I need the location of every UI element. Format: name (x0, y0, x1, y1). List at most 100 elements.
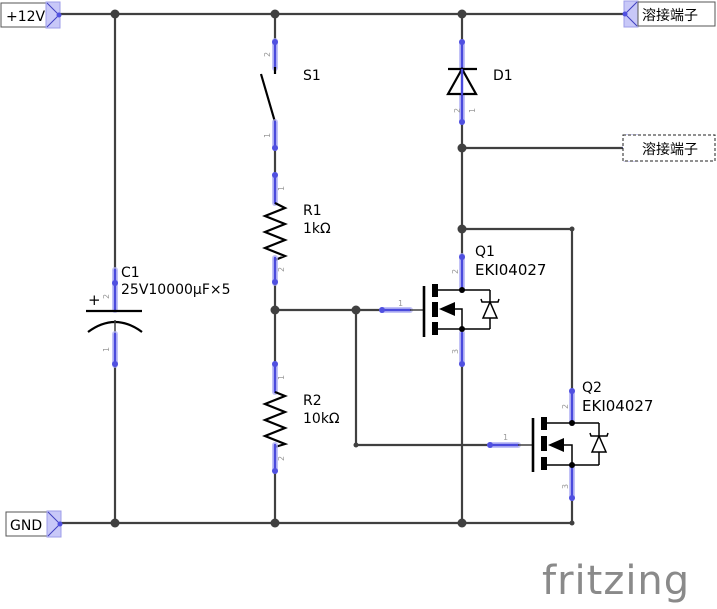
pin-endpoint (272, 145, 278, 151)
q2-ref-label: Q2 (582, 380, 602, 396)
pin-endpoint (569, 388, 575, 394)
s1-ref-label: S1 (303, 68, 321, 84)
r2-value-label: 10kΩ (303, 411, 340, 427)
d1-ref-label: D1 (493, 68, 513, 84)
r2-ref-label: R2 (303, 393, 322, 409)
channel-segment (541, 457, 547, 470)
pin-endpoint (272, 39, 278, 45)
connector-pin (57, 521, 63, 527)
polarity-plus-mark: + (88, 291, 101, 309)
pin-endpoint (459, 254, 465, 260)
pin-endpoint (112, 280, 118, 286)
zener-bar (480, 298, 500, 303)
component-c1[interactable]: + 2 1 C1 25V10000μF×5 (86, 265, 231, 368)
body-line (564, 444, 573, 465)
net-label-box (5, 511, 48, 537)
pin-number: 3 (561, 484, 570, 489)
junction (569, 226, 575, 232)
connector-pin (622, 11, 628, 17)
body-arrow (439, 302, 455, 316)
junction (270, 9, 280, 19)
junctions (110, 9, 575, 528)
net-label-gnd[interactable]: GND (5, 510, 63, 538)
net-label-weld-terminal-mid[interactable]: 溶接端子 (622, 134, 716, 162)
q2-value-label: EKI04027 (582, 397, 653, 415)
net-label-vcc[interactable]: +12V (0, 1, 62, 29)
pin-endpoint (272, 361, 278, 367)
c1-value-label: 25V10000μF×5 (121, 282, 231, 298)
resistor-zigzag (262, 202, 288, 262)
junction (569, 520, 575, 526)
body-arrow (548, 438, 564, 452)
junction (270, 518, 280, 528)
node (459, 326, 465, 332)
channel-segment (432, 284, 438, 297)
body-line (455, 308, 463, 329)
net-label-vcc-text: +12V (6, 9, 46, 25)
pin-endpoint (272, 172, 278, 178)
pin-endpoint (459, 39, 465, 45)
component-s1[interactable]: 2 1 S1 (259, 38, 321, 151)
pin-number: 2 (451, 269, 460, 274)
junction (351, 305, 361, 315)
pin-endpoint (379, 307, 385, 313)
pin-number: 1 (263, 133, 272, 138)
switch-lever (259, 73, 277, 123)
pin-endpoint (272, 279, 278, 285)
pin-endpoint (272, 468, 278, 474)
pin-endpoint (569, 495, 575, 501)
junction (457, 9, 467, 19)
connector-pin (56, 12, 62, 18)
junction (110, 518, 120, 528)
junction (457, 224, 467, 234)
net-label-weld-terminal-top-text: 溶接端子 (642, 7, 698, 24)
channel-segment (541, 417, 547, 430)
pin-number: 2 (453, 108, 462, 113)
junction (457, 143, 467, 153)
wires (58, 12, 627, 525)
channel-segment (432, 302, 438, 317)
resistor-zigzag (262, 390, 289, 449)
pin-number: 1 (277, 375, 286, 380)
pin-endpoint (112, 361, 118, 367)
component-q2[interactable]: 1 2 3 Q2 EKI04027 (487, 380, 653, 501)
net-label-box (637, 1, 716, 27)
fritzing-logo: fritzing (542, 558, 690, 604)
pin-number: 2 (277, 456, 286, 461)
component-d1[interactable]: 2 1 D1 (446, 39, 513, 125)
junction (353, 442, 359, 448)
net-label-weld-terminal-mid-text: 溶接端子 (642, 141, 698, 158)
q1-value-label: EKI04027 (475, 261, 546, 279)
pin-number: 2 (277, 267, 286, 272)
component-r2[interactable]: 1 2 R2 10kΩ (262, 361, 340, 474)
component-r1[interactable]: 1 2 R1 1kΩ (262, 172, 331, 286)
pin-number: 1 (277, 186, 286, 191)
node (569, 462, 575, 468)
q1-ref-label: Q1 (475, 244, 495, 260)
zener-triangle (481, 300, 499, 319)
r1-value-label: 1kΩ (303, 221, 331, 237)
net-label-weld-terminal-top[interactable]: 溶接端子 (622, 0, 716, 28)
pin-number: 2 (561, 404, 570, 409)
net-label-gnd-text: GND (10, 518, 42, 534)
zener-triangle (590, 434, 608, 453)
pin-endpoint (459, 119, 465, 125)
junction (110, 9, 120, 19)
net-label-box-selected (622, 134, 716, 162)
channel-segment (432, 322, 438, 335)
zener-bar (589, 432, 609, 437)
channel-segment (541, 436, 547, 451)
pin-number: 1 (102, 347, 111, 352)
pin-endpoint (487, 442, 493, 448)
pin-number: 1 (398, 299, 403, 308)
c1-ref-label: C1 (121, 265, 140, 281)
net-label-box (0, 2, 47, 28)
junction (457, 518, 467, 528)
pin-endpoint (459, 361, 465, 367)
node (459, 287, 465, 293)
pin-number: 1 (503, 433, 508, 442)
pin-number: 1 (468, 108, 477, 113)
component-q1[interactable]: 1 2 3 Q1 EKI04027 (379, 244, 546, 367)
pin-number: 3 (451, 349, 460, 354)
